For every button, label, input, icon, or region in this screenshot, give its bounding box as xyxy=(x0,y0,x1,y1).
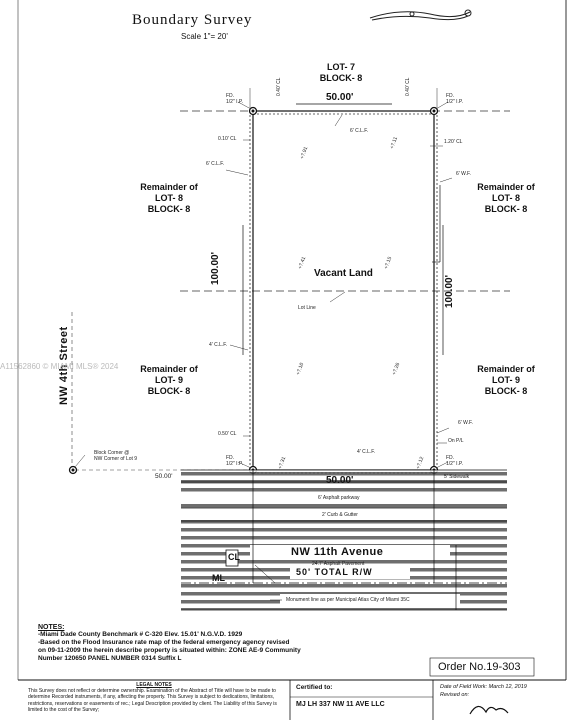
block-corner-label: Block Corner @NW Corner of Lot 9 xyxy=(94,450,138,462)
right-of-way-label: 50' TOTAL R/W xyxy=(296,567,373,577)
revised-on: Revised on: xyxy=(440,692,470,698)
notes-title: NOTES: xyxy=(38,624,65,631)
wood-fence-lower: 6' W.F. xyxy=(458,420,473,426)
fd-ip-bottom-right: FD.1/2" I.P. xyxy=(446,455,463,467)
notes-section: NOTES: -Miami Dade County Benchmark # C-… xyxy=(38,624,301,663)
dimension-top: 50.00' xyxy=(326,92,354,103)
legal-title: LEGAL NOTES xyxy=(136,682,172,688)
fence-label-bottom: 4' C.L.F. xyxy=(357,449,376,455)
notes-line: -Based on the Flood Insurance rate map o… xyxy=(38,639,290,646)
centerline-symbol: CL xyxy=(228,552,240,562)
cl-offset-left-top: 0.10' CL xyxy=(218,136,237,142)
street-offset-dimension: 50.00' xyxy=(155,473,173,480)
page-title: Boundary Survey xyxy=(132,12,253,28)
cl-offset-top-right: 0.40' CL xyxy=(405,77,411,96)
order-box xyxy=(429,657,535,677)
ornament xyxy=(369,9,472,21)
asphalt-parkway-label: 6' Asphalt parkway xyxy=(318,495,360,501)
curb-gutter-label: 2' Curb & Gutter xyxy=(322,512,358,518)
notes-line: -Miami Dade County Benchmark # C-320 Ele… xyxy=(38,631,243,638)
sidewalk-label: 5' Sidewalk xyxy=(444,474,470,480)
legal-notes: LEGAL NOTES This Survey does not reflect… xyxy=(28,682,280,713)
legal-text: This Survey does not reflect or determin… xyxy=(28,688,277,713)
on-property-line: On P/L xyxy=(448,438,464,444)
cl-offset-left-bottom: 0.50' CL xyxy=(218,431,237,437)
lot-line-label: Lot Line xyxy=(298,305,316,311)
dimension-bottom: 50.00' xyxy=(326,475,354,486)
avenue-name: NW 11th Avenue xyxy=(291,546,384,558)
fence-label-top: 6' C.L.F. xyxy=(350,128,369,134)
mls-watermark: A11562860 © MIAMI MLS® 2024 xyxy=(0,362,119,371)
asphalt-pavement-label: 24.7' Asphalt Pavement xyxy=(312,561,365,567)
monument-line-label: Monument line as per Municipal Atlas Cit… xyxy=(286,597,410,603)
certified-label: Certified to: xyxy=(296,684,333,691)
dimension-right: 100.00' xyxy=(444,275,455,308)
fence-label-left-upper: 6' C.L.F. xyxy=(206,161,225,167)
property-boundary xyxy=(252,110,435,471)
fd-ip-top-left: FD.1/2" I.P. xyxy=(226,93,243,105)
dimension-left: 100.00' xyxy=(210,252,221,285)
signature xyxy=(469,705,509,715)
cl-offset-top-left: 0.40' CL xyxy=(276,77,282,96)
cl-offset-right-top: 1.20' CL xyxy=(444,139,463,145)
fence-label-left-lower: 4' C.L.F. xyxy=(209,342,228,348)
order-number: Order No.19-303 xyxy=(438,661,521,673)
road-hatching xyxy=(181,470,507,610)
fd-ip-top-right: FD.1/2" I.P. xyxy=(446,93,463,105)
wood-fence-upper: 6' W.F. xyxy=(456,171,471,177)
notes-line: on 09-11-2009 the herein describe proper… xyxy=(38,647,301,654)
vacant-land-label: Vacant Land xyxy=(314,268,373,279)
certified-name: MJ LH 337 NW 11 AVE LLC xyxy=(296,701,385,708)
scale-label: Scale 1"= 20' xyxy=(181,32,228,41)
monument-line-symbol: ML xyxy=(212,573,225,583)
fd-ip-bottom-left: FD.1/2" I.P. xyxy=(226,455,243,467)
notes-line: Number 120650 PANEL NUMBER 0314 Suffix L xyxy=(38,655,182,662)
field-work-date: Date of Field Work: March 12, 2019 xyxy=(440,684,527,690)
